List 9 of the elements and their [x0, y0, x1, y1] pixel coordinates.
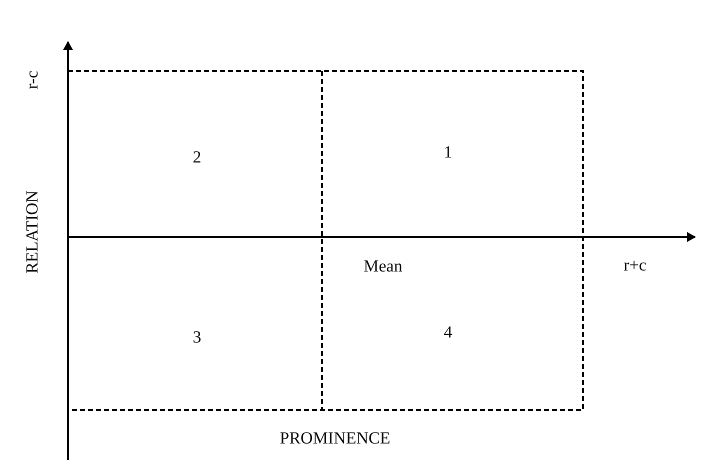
quadrant-number: 1	[444, 144, 452, 160]
quadrant-number: 3	[192, 328, 202, 346]
quadrant-number: 2	[192, 148, 202, 166]
axis-title: PROMINENCE	[280, 430, 390, 446]
axis-label: r+c	[624, 256, 646, 274]
axis-label: r-c	[24, 70, 40, 90]
mean-label: Mean	[364, 258, 402, 274]
quadrant-number: 4	[444, 324, 452, 340]
axis-title: RELATION	[24, 190, 40, 274]
